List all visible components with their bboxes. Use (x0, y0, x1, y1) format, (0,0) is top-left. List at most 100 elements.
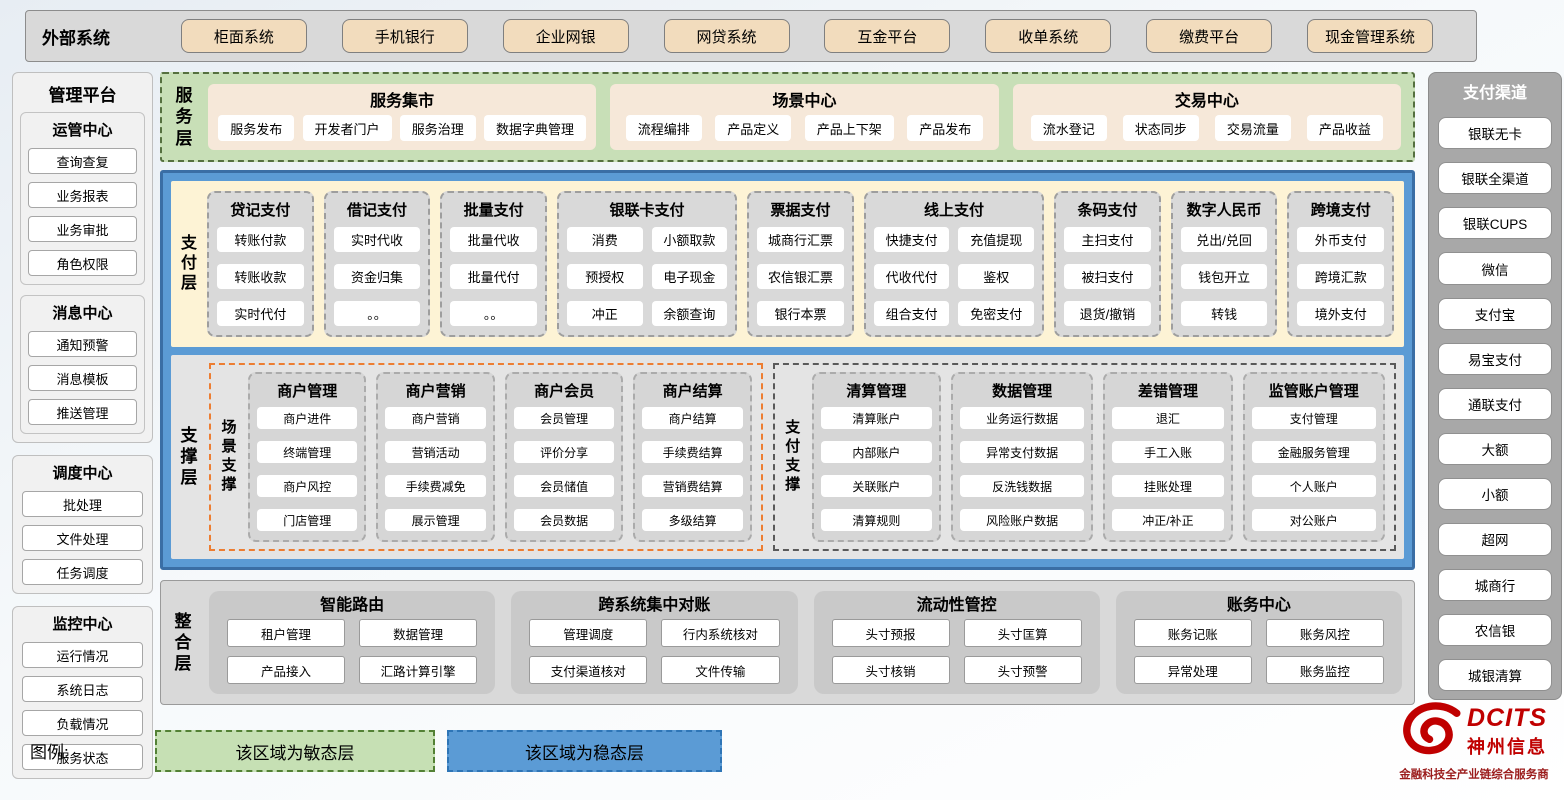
scene-support-label: 场景支撑 (221, 419, 237, 493)
management-node: 系统日志 (22, 676, 143, 702)
integration-node: 头寸预警 (963, 656, 1082, 684)
integration-node: 头寸预报 (831, 619, 950, 647)
service-node: 产品上下架 (804, 115, 894, 141)
support-node: 手工入账 (1112, 441, 1224, 464)
support-node: 会员管理 (513, 407, 615, 430)
payment-column-debit: 借记支付 实时代收资金归集。。 (323, 191, 431, 337)
liquidity-control-panel: 流动性管控 头寸预报头寸匡算头寸核销头寸预警 (813, 591, 1100, 694)
management-node: 任务调度 (22, 559, 143, 585)
support-node: 对公账户 (1251, 509, 1376, 532)
payment-column-credit: 贷记支付 转账付款转账收款实时代付 (207, 191, 314, 337)
support-node: 商户进件 (257, 407, 358, 430)
payment-node: 转钱 (1180, 300, 1268, 326)
support-node: 评价分享 (513, 441, 615, 464)
panel-title: 服务集市 (370, 93, 435, 110)
payment-node: 小额取款 (651, 226, 728, 252)
payment-support-section: 支付支撑 清算管理 清算账户内部账户关联账户清算规则 数据管理 业务运行数据异常… (772, 362, 1396, 551)
external-systems-bar: 外部系统 柜面系统手机银行企业网银网贷系统互金平台收单系统缴费平台现金管理系统 (25, 10, 1477, 62)
payment-channel-node: 银联CUPS (1438, 207, 1552, 240)
payment-column-ecny: 数字人民币 兑出/兑回钱包开立转钱 (1170, 191, 1278, 337)
payment-layer: 支付层 贷记支付 转账付款转账收款实时代付 借记支付 实时代收资金归集。。 批量… (171, 181, 1404, 347)
payment-node: 快捷支付 (873, 226, 950, 252)
payment-channel-node: 城银清算 (1438, 658, 1552, 692)
management-node: 服务状态 (22, 744, 143, 770)
support-node: 会员数据 (513, 509, 615, 532)
support-node: 挂账处理 (1112, 475, 1224, 498)
dcits-logo: DCITS 神州信息 金融科技全产业链综合服务商 (1385, 702, 1563, 782)
merchant-marketing-column: 商户营销 商户营销营销活动手续费减免展示管理 (376, 371, 495, 542)
payment-node: 。。 (333, 300, 421, 326)
integration-node: 账务监控 (1265, 656, 1384, 684)
integration-node: 账务风控 (1265, 619, 1384, 647)
integration-node: 头寸核销 (831, 656, 950, 684)
scene-support-section: 场景支撑 商户管理 商户进件终端管理商户风控门店管理 商户营销 商户营销营销活动… (209, 362, 763, 551)
payment-node: 资金归集 (333, 263, 421, 289)
payment-node: 转账付款 (217, 226, 304, 252)
payment-node: 银行本票 (757, 300, 844, 326)
error-management-column: 差错管理 退汇手工入账挂账处理冲正/补正 (1103, 371, 1233, 542)
payment-node: 跨境汇款 (1297, 263, 1385, 289)
support-node: 营销费结算 (642, 475, 743, 498)
service-node: 产品收益 (1306, 115, 1383, 141)
integration-node: 汇路计算引擎 (359, 656, 478, 684)
integration-layer-label: 整合层 (174, 611, 192, 674)
service-node: 产品定义 (715, 115, 792, 141)
payment-node: 境外支付 (1297, 300, 1385, 326)
management-node: 角色权限 (28, 250, 137, 276)
payment-column-crossborder: 跨境支付 外币支付跨境汇款境外支付 (1287, 191, 1395, 337)
payment-node: 外币支付 (1297, 226, 1385, 252)
support-node: 清算账户 (820, 407, 932, 430)
external-system-node: 手机银行 (341, 19, 468, 53)
payment-node: 农信银汇票 (757, 263, 844, 289)
integration-node: 租户管理 (227, 619, 346, 647)
cross-system-reconciliation-panel: 跨系统集中对账 管理调度行内系统核对支付渠道核对文件传输 (511, 591, 798, 694)
management-node: 文件处理 (22, 525, 143, 551)
integration-node: 文件传输 (661, 656, 780, 684)
support-node: 会员储值 (513, 475, 615, 498)
payment-node: 批量代付 (450, 263, 537, 289)
external-system-node: 企业网银 (502, 19, 629, 53)
panel-title: 交易中心 (1174, 93, 1239, 110)
logo-tagline: 金融科技全产业链综合服务商 (1399, 769, 1549, 781)
payment-layer-label: 支付层 (180, 234, 197, 292)
payment-node: 代收代付 (873, 263, 950, 289)
logo-company-text: 神州信息 (1467, 737, 1547, 757)
payment-node: 鉴权 (958, 263, 1035, 289)
management-node: 推送管理 (28, 399, 137, 425)
service-layer-label: 服务层 (175, 86, 193, 148)
service-node: 开发者门户 (302, 115, 392, 141)
dispatch-center-panel: 调度中心 批处理文件处理任务调度 (12, 455, 153, 594)
service-node: 产品发布 (907, 115, 984, 141)
support-node: 手续费减免 (385, 475, 486, 498)
payment-node: 城商行汇票 (757, 226, 844, 252)
support-node: 多级结算 (642, 509, 743, 532)
payment-node: 被扫支付 (1064, 263, 1151, 289)
accounting-center-panel: 账务中心 账务记账账务风控异常处理账务监控 (1115, 591, 1402, 694)
group-title: 消息中心 (52, 305, 113, 322)
management-node: 查询查复 (28, 148, 137, 174)
support-layer-label: 支撑层 (180, 425, 198, 488)
payment-node: 实时代付 (217, 300, 304, 326)
management-node: 消息模板 (28, 365, 137, 391)
integration-layer: 整合层 智能路由 租户管理数据管理产品接入汇路计算引擎 跨系统集中对账 管理调度… (160, 580, 1415, 705)
management-platform-panel: 管理平台 运管中心 查询查复业务报表业务审批角色权限 消息中心 通知预警消息模板… (12, 72, 153, 443)
legend-agile-layer: 该区域为敏态层 (155, 730, 435, 772)
payment-node: 冲正 (566, 300, 643, 326)
payment-node: 主扫支付 (1064, 226, 1151, 252)
logo-brand-text: DCITS (1467, 704, 1547, 732)
support-node: 个人账户 (1251, 475, 1376, 498)
payment-node: 预授权 (566, 263, 643, 289)
stable-layer-container: 支付层 贷记支付 转账付款转账收款实时代付 借记支付 实时代收资金归集。。 批量… (160, 170, 1415, 570)
support-node: 手续费结算 (642, 441, 743, 464)
management-node: 业务报表 (28, 182, 137, 208)
support-node: 内部账户 (820, 441, 932, 464)
payment-column-batch: 批量支付 批量代收批量代付。。 (440, 191, 547, 337)
operation-center-group: 运管中心 查询查复业务报表业务审批角色权限 (20, 112, 145, 285)
payment-column-bill: 票据支付 城商行汇票农信银汇票银行本票 (747, 191, 854, 337)
payment-channel-node: 大额 (1438, 433, 1552, 466)
support-node: 冲正/补正 (1112, 509, 1224, 532)
support-node: 金融服务管理 (1251, 441, 1376, 464)
merchant-member-column: 商户会员 会员管理评价分享会员储值会员数据 (504, 371, 624, 542)
